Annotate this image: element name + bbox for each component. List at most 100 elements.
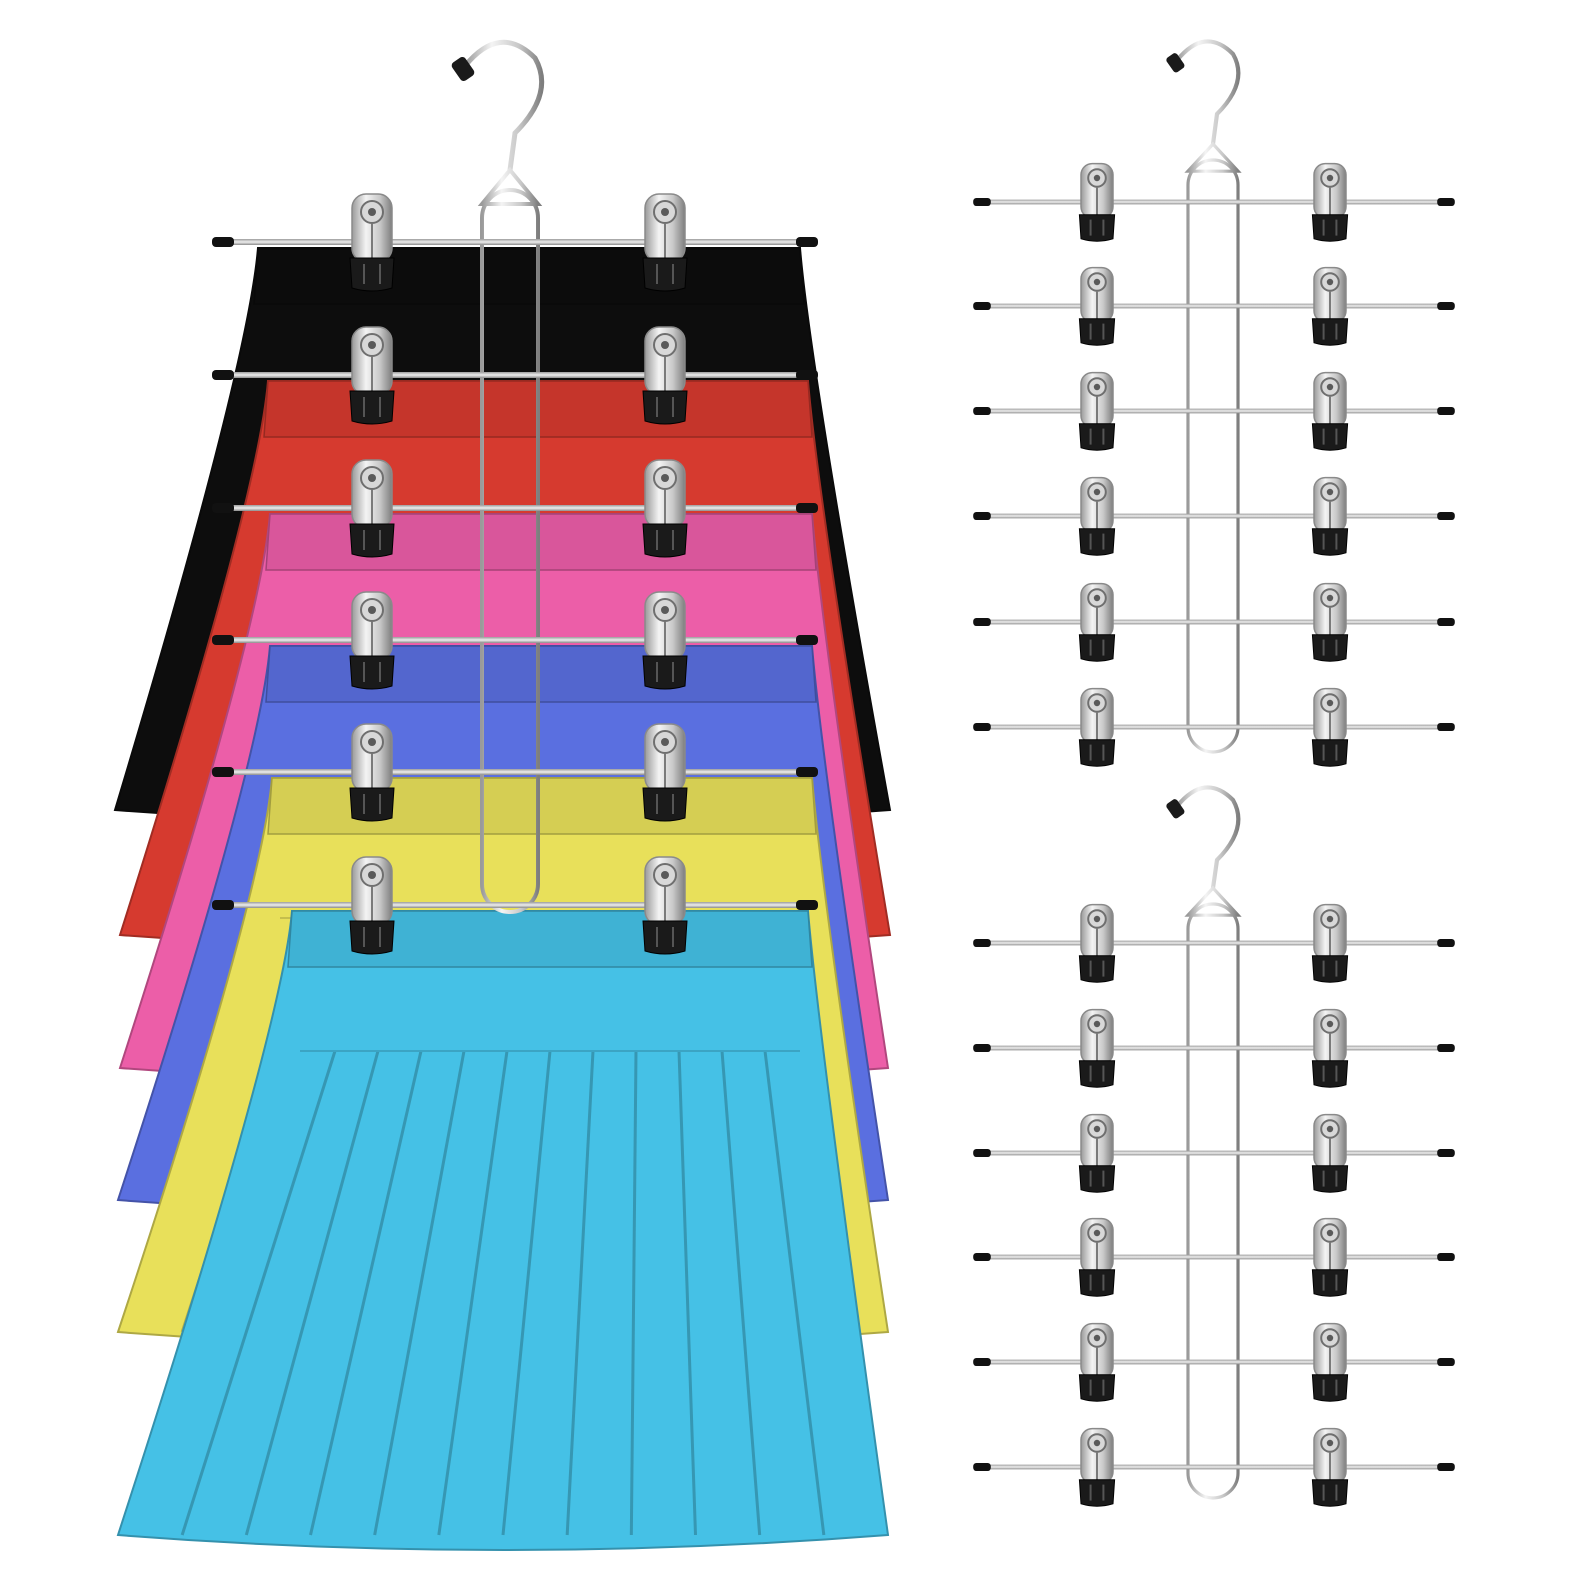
clip-pin bbox=[1093, 174, 1101, 182]
skirt-pleat bbox=[720, 1050, 762, 1536]
rod-end-cap-right bbox=[1437, 198, 1455, 206]
clip-left bbox=[1078, 1427, 1116, 1507]
tier-1 bbox=[212, 193, 818, 292]
clip-pin bbox=[368, 474, 376, 482]
tier-2 bbox=[973, 266, 1455, 346]
rod-end-cap-right bbox=[1437, 407, 1455, 415]
skirt-pleat bbox=[437, 1050, 509, 1536]
tier-rod bbox=[978, 303, 1450, 309]
clip-pin bbox=[661, 474, 669, 482]
rod-end-cap-right bbox=[796, 635, 818, 645]
empty-hanger-top bbox=[973, 39, 1455, 767]
clip-pin bbox=[1093, 383, 1101, 391]
clip-left bbox=[1078, 903, 1116, 983]
clip-left bbox=[1078, 1113, 1116, 1193]
clip-left bbox=[1078, 1008, 1116, 1088]
tier-1 bbox=[973, 903, 1455, 983]
clip-grip bbox=[1078, 1374, 1116, 1402]
clip-grip bbox=[1311, 318, 1349, 346]
clip-right bbox=[1311, 1322, 1349, 1402]
hook bbox=[1174, 39, 1241, 147]
clip-right bbox=[642, 723, 688, 822]
clip-grip bbox=[1078, 1269, 1116, 1297]
clip-left bbox=[1078, 1322, 1116, 1402]
clip-right bbox=[1311, 1217, 1349, 1297]
clip-grip bbox=[642, 787, 688, 822]
clip-left bbox=[1078, 687, 1116, 767]
rod-end-cap-right bbox=[1437, 618, 1455, 626]
tier-rod bbox=[978, 724, 1450, 730]
clip-right bbox=[1311, 1008, 1349, 1088]
rod-end-cap-right bbox=[796, 370, 818, 380]
clip-grip bbox=[1311, 1269, 1349, 1297]
rod-end-cap-left bbox=[212, 503, 234, 513]
skirt-body bbox=[116, 910, 890, 1551]
clip-right bbox=[1311, 582, 1349, 662]
hanger-loop bbox=[1186, 158, 1240, 754]
rod-end-cap-left bbox=[212, 237, 234, 247]
tier-rod bbox=[978, 1359, 1450, 1365]
clip-left bbox=[1078, 162, 1116, 242]
tier-2 bbox=[973, 1008, 1455, 1088]
clip-grip bbox=[1078, 1060, 1116, 1088]
clip-pin bbox=[1093, 1125, 1101, 1133]
skirt-pleat bbox=[763, 1050, 826, 1536]
clip-pin bbox=[1326, 488, 1334, 496]
clip-grip bbox=[349, 257, 395, 292]
tier-6 bbox=[973, 687, 1455, 767]
clip-right bbox=[1311, 162, 1349, 242]
rod-end-cap-left bbox=[973, 618, 991, 626]
hanger-neck bbox=[477, 166, 543, 206]
clip-pin bbox=[1093, 488, 1101, 496]
tier-rod bbox=[218, 637, 812, 643]
clip-grip bbox=[1311, 1165, 1349, 1193]
tier-5 bbox=[973, 1322, 1455, 1402]
clip-grip bbox=[642, 523, 688, 558]
tier-4 bbox=[212, 591, 818, 690]
clip-right bbox=[1311, 476, 1349, 556]
skirt-pleat bbox=[677, 1050, 697, 1536]
clip-pin bbox=[368, 871, 376, 879]
tier-rod bbox=[978, 1150, 1450, 1156]
hanger-neck bbox=[1184, 141, 1242, 173]
clip-pin bbox=[661, 871, 669, 879]
tier-rod bbox=[978, 408, 1450, 414]
clip-left bbox=[349, 856, 395, 955]
clip-pin bbox=[1093, 915, 1101, 923]
rod-end-cap-left bbox=[973, 407, 991, 415]
clip-right bbox=[1311, 1113, 1349, 1193]
tier-4 bbox=[973, 1217, 1455, 1297]
clip-pin bbox=[1326, 174, 1334, 182]
skirts-group bbox=[113, 247, 892, 1551]
clip-right bbox=[1311, 371, 1349, 451]
skirt-waistband bbox=[265, 513, 817, 571]
rod-end-cap-right bbox=[796, 767, 818, 777]
clip-grip bbox=[1311, 1060, 1349, 1088]
clip-left bbox=[1078, 476, 1116, 556]
clip-grip bbox=[1311, 528, 1349, 556]
clip-grip bbox=[349, 787, 395, 822]
tier-rod bbox=[978, 1254, 1450, 1260]
clip-grip bbox=[642, 390, 688, 425]
hanger-loop bbox=[480, 188, 540, 914]
clip-pin bbox=[1093, 1020, 1101, 1028]
clip-left bbox=[349, 193, 395, 292]
clip-grip bbox=[349, 523, 395, 558]
clip-grip bbox=[349, 390, 395, 425]
clip-grip bbox=[1078, 955, 1116, 983]
clip-pin bbox=[368, 208, 376, 216]
tier-rod bbox=[218, 902, 812, 908]
skirt-pleat bbox=[309, 1050, 423, 1536]
hook-cap bbox=[1166, 799, 1185, 819]
rod-end-cap-right bbox=[1437, 1044, 1455, 1052]
clip-right bbox=[642, 591, 688, 690]
skirt-pleat bbox=[565, 1050, 595, 1536]
rod-end-cap-right bbox=[1437, 1463, 1455, 1471]
clip-right bbox=[642, 856, 688, 955]
clip-pin bbox=[368, 606, 376, 614]
skirt-waistband bbox=[253, 247, 805, 305]
tier-rod bbox=[978, 619, 1450, 625]
skirt-waistband bbox=[267, 777, 817, 835]
clip-grip bbox=[349, 655, 395, 690]
